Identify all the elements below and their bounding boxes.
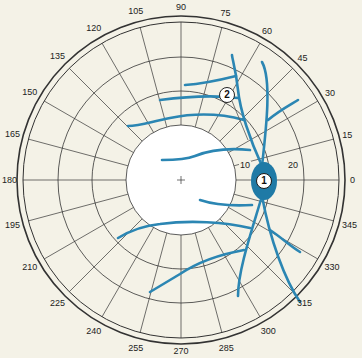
grid-spoke [69,68,142,141]
grid-spoke [209,43,261,132]
angle-label: 315 [297,299,312,308]
grid-spoke [140,27,167,126]
callout-circle: 1 [256,173,272,189]
angle-label: 330 [325,263,340,272]
angle-label: 150 [22,88,37,97]
angle-label: 30 [325,89,335,98]
angle-label: 135 [50,52,65,61]
grid-spoke [28,139,127,166]
grid-spoke [195,233,222,332]
angle-label: 60 [262,27,272,36]
angle-label: 165 [5,130,20,139]
callout-number: 2 [224,90,230,100]
leader-line [232,101,248,140]
retinal-vessels [118,55,300,302]
blind-spot [251,162,277,200]
angle-label: 300 [261,327,276,336]
grid-spoke [234,194,333,221]
angle-label: 105 [128,7,143,16]
angle-label: 0 [350,176,355,185]
grid-spoke [220,219,293,292]
ring-label: 20 [287,161,299,170]
angle-label: 345 [342,221,357,230]
angle-label: 225 [50,299,65,308]
angle-label: 240 [86,327,101,336]
angle-label: 285 [219,344,234,353]
angle-label: 180 [2,176,17,185]
callout-number: 1 [261,176,267,186]
angle-label: 255 [128,344,143,353]
grid-spoke [195,27,222,126]
angle-label: 90 [176,3,186,12]
angle-label: 45 [298,54,308,63]
angle-label: 120 [86,24,101,33]
ring-label: 10 [239,161,251,170]
angle-label: 270 [173,347,188,356]
grid-spoke [44,208,133,260]
angle-label: 15 [342,131,352,140]
grid-spoke [102,228,154,317]
angle-label: 210 [22,263,37,272]
angle-label: 75 [221,9,231,18]
grid-spoke [102,43,154,132]
grid-spoke [181,235,182,338]
grid-spoke [181,22,182,125]
grid-spoke [28,194,127,221]
grid-spoke [69,219,142,292]
callout-circle: 2 [219,87,235,103]
grid [17,16,345,344]
grid-spoke [220,68,293,141]
grid-spoke [44,101,133,153]
angle-label: 195 [5,221,20,230]
grid-spoke [209,228,261,317]
grid-spoke [23,180,126,181]
